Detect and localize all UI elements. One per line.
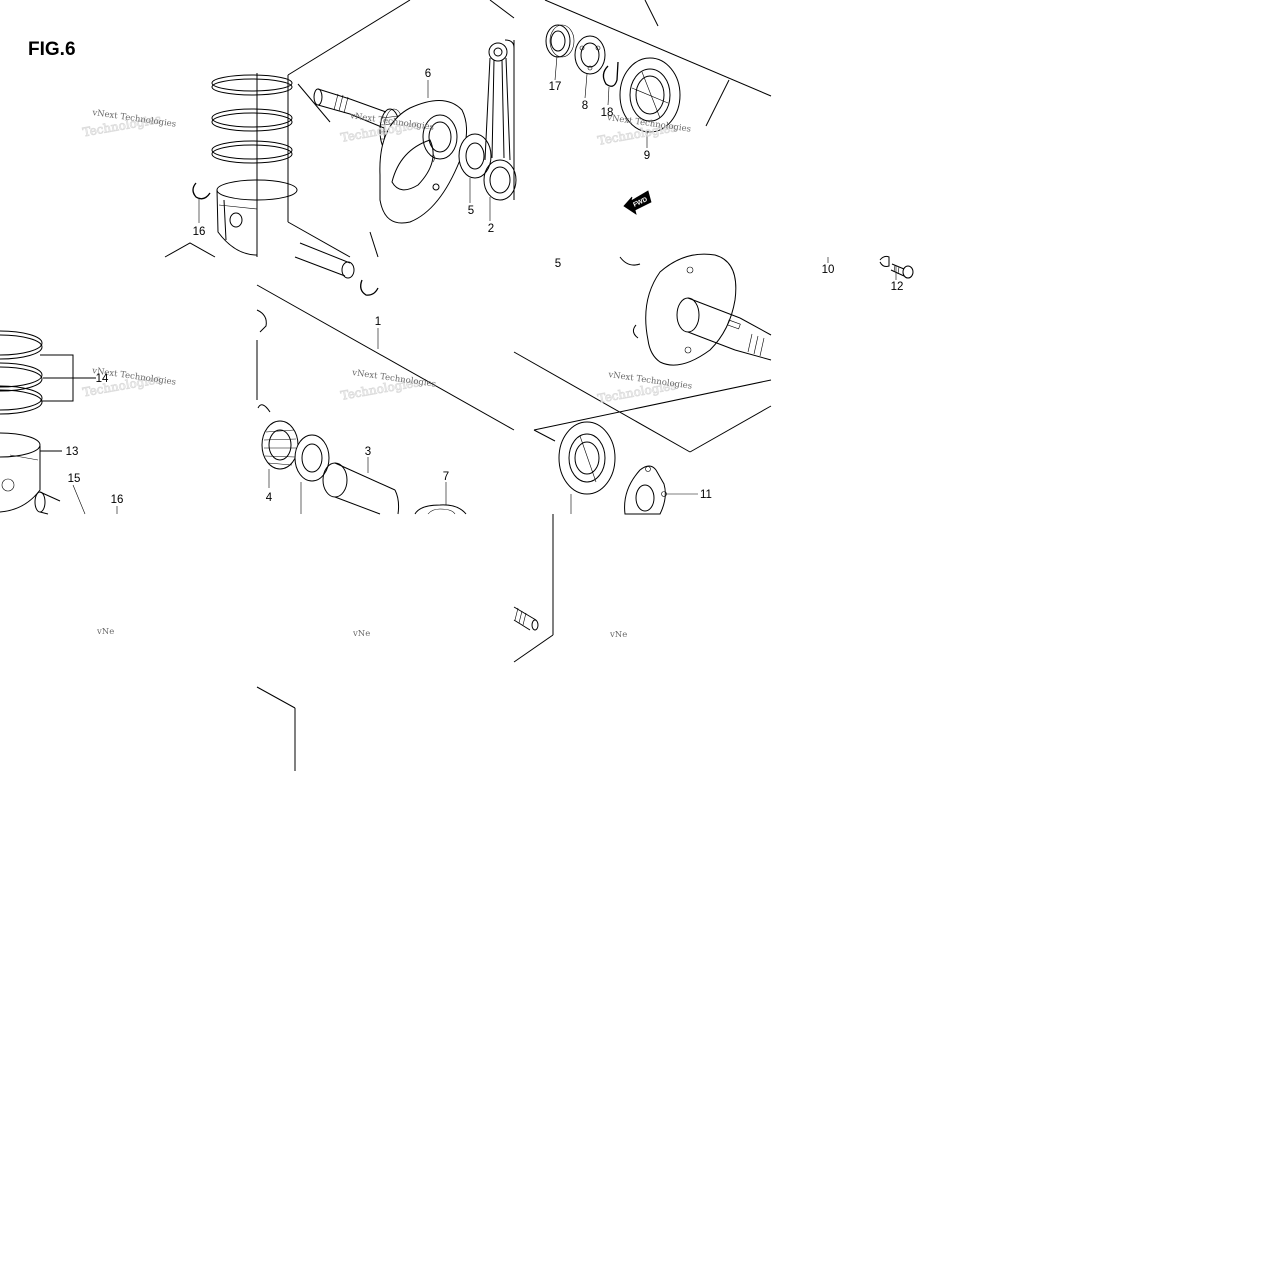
callout-11: 11 (700, 489, 712, 501)
callout-8: 8 (582, 100, 588, 112)
figure-title: FIG.6 (28, 39, 76, 60)
thrust-washer-lower-drawing (294, 434, 330, 482)
circlip-18-drawing (602, 61, 619, 87)
piston-rings-upper-drawing (211, 74, 293, 164)
piston-assembly-upper (164, 73, 298, 258)
crank-pin-3-drawing (322, 462, 400, 515)
piston-lower-drawing (0, 432, 41, 513)
connecting-rod-drawing (483, 39, 517, 201)
bearing-group-upper: FWD (544, 0, 772, 215)
callout-16-lower: 16 (111, 494, 124, 506)
bearing-8-drawing (574, 35, 606, 75)
crankshaft-right-shaft-drawing (676, 297, 772, 361)
circlip-16-upper-drawing (192, 182, 211, 200)
crankshaft-shaft-drawing (313, 88, 387, 129)
thrust-washer-5-drawing (458, 133, 492, 179)
callout-5-upper: 5 (468, 205, 474, 217)
piston-pin-upper-drawing (294, 242, 355, 279)
frame-corner-lower (256, 686, 296, 771)
callout-1: 1 (375, 316, 381, 328)
piston-assembly-lower (0, 330, 118, 515)
bearing-lower-drawing (558, 421, 616, 495)
big-end-assembly (256, 284, 515, 515)
crank-web-left-drawing (379, 100, 467, 224)
screw-12-drawing (879, 255, 914, 279)
piston-pin-15-drawing (34, 491, 61, 515)
crankshaft-left-assembly (287, 0, 517, 296)
callout-9: 9 (644, 150, 650, 162)
callout-17: 17 (549, 81, 562, 93)
fwd-direction-marker: FWD (623, 190, 652, 215)
arrow-left-icon (623, 190, 652, 215)
callout-16-upper: 16 (193, 226, 206, 238)
crank-web-lower-drawing (414, 504, 467, 515)
watermark-cut-text: vNe (609, 630, 627, 640)
retainer-plate-11-drawing (624, 465, 667, 515)
spline-end-drawing (513, 606, 539, 631)
callout-14: 14 (96, 373, 109, 385)
callout-7: 7 (443, 471, 449, 483)
circlip-upper-drawing (360, 279, 379, 296)
callout-4: 4 (266, 492, 273, 504)
callout-6: 6 (425, 68, 431, 80)
crankshaft-right-assembly (513, 253, 772, 515)
oil-seal-17-drawing (545, 24, 575, 58)
needle-bearing-4-drawing (261, 420, 299, 470)
callout-5-right: 5 (555, 258, 561, 270)
shaft-end-lower (513, 514, 554, 663)
watermark-cut-text: vNe (352, 629, 370, 639)
screw-group (827, 255, 914, 280)
callout-2: 2 (488, 223, 494, 235)
callout-13: 13 (66, 446, 79, 458)
watermark-cut-text: vNe (96, 627, 114, 637)
piston-rings-lower-drawing (0, 330, 43, 415)
callout-3: 3 (365, 446, 371, 458)
bearing-9-drawing (619, 57, 681, 133)
callout-10: 10 (822, 264, 835, 276)
exploded-box-frame (287, 0, 411, 76)
callout-15: 15 (68, 473, 81, 485)
callout-12: 12 (891, 281, 904, 293)
callout-18: 18 (601, 107, 614, 119)
callout-numbers: 1 2 3 4 5 5 6 7 8 9 10 11 12 13 14 15 16… (66, 68, 904, 506)
